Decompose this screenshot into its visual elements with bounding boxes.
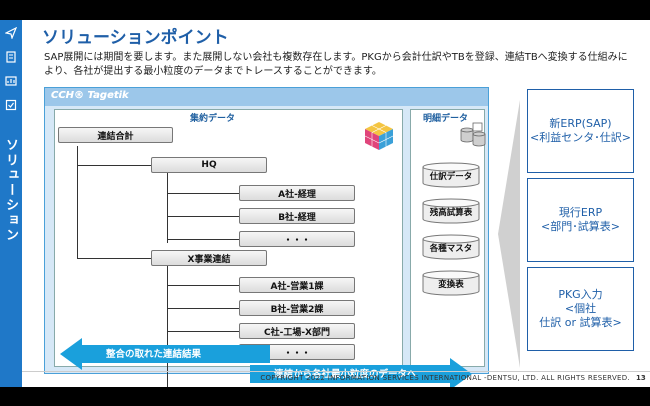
aggregate-panel: 集約データ 連結合計 xyxy=(54,109,403,387)
product-name: CCH® Tagetik xyxy=(51,90,129,101)
detail-title: 明細データ xyxy=(423,114,469,124)
tree-line xyxy=(167,266,168,387)
detail-trial-balance[interactable]: 残高試算表 xyxy=(421,198,481,224)
source-pkg-input[interactable]: PKG入力 <個社 仕訳 or 試算表> xyxy=(527,267,634,351)
page-number: 13 xyxy=(636,374,646,382)
source-new-erp-detail: <利益センタ･仕訳> xyxy=(530,131,631,144)
detail-conversion-label: 変換表 xyxy=(438,280,464,290)
tree-node-b-sales2[interactable]: B社-営業2課 xyxy=(239,300,355,316)
source-current-erp-detail: <部門･試算表> xyxy=(541,220,620,233)
cube-icon xyxy=(364,122,394,150)
arrow-right-label: 連結から各社最小粒度のデータへ xyxy=(274,369,417,380)
arrow-left-label: 整合の取れた連結結果 xyxy=(106,349,202,360)
tree-line xyxy=(167,173,168,243)
tree-line xyxy=(167,308,239,309)
tree-line xyxy=(77,146,78,258)
source-current-erp-title: 現行ERP xyxy=(558,206,603,219)
tree-node-a-accounting[interactable]: A社-経理 xyxy=(239,185,355,201)
slide: ソリューション ソリューションポイント SAP展開には期間を要します。また展開し… xyxy=(0,20,650,387)
frame-header xyxy=(45,88,488,106)
source-current-erp[interactable]: 現行ERP <部門･試算表> xyxy=(527,178,634,262)
document-icon[interactable] xyxy=(4,50,18,64)
detail-masters-label: 各種マスタ xyxy=(429,244,473,254)
tree-line xyxy=(167,193,239,194)
detail-masters[interactable]: 各種マスタ xyxy=(421,234,481,260)
tree-node-x-business[interactable]: X事業連結 xyxy=(151,250,267,266)
tree-node-b-accounting[interactable]: B社-経理 xyxy=(239,208,355,224)
copyright: COPYRIGHT 2022 INFORMATION SERVICES INTE… xyxy=(260,374,630,382)
page-title: ソリューションポイント xyxy=(42,28,229,48)
tagetik-frame: CCH® Tagetik 集約データ xyxy=(44,87,489,387)
sidebar-label: ソリューション xyxy=(3,138,18,243)
source-pkg-title: PKG入力 xyxy=(558,288,603,301)
source-new-erp-title: 新ERP(SAP) xyxy=(549,117,612,130)
database-icon xyxy=(460,122,486,147)
tree-line xyxy=(167,216,239,217)
source-pkg-detail: <個社 xyxy=(564,302,597,315)
arrow-left xyxy=(60,338,270,370)
detail-panel: 明細データ 仕訳データ 残高試算表 各種マスタ xyxy=(410,109,486,367)
tree-node-c-factory[interactable]: C社-工場-X部門 xyxy=(239,323,355,339)
page-description: SAP展開には期間を要します。また展開しない会社も複数存在します。PKGから会計… xyxy=(44,52,628,77)
detail-journal-label: 仕訳データ xyxy=(429,172,473,182)
chart-icon[interactable] xyxy=(4,74,18,88)
tree-node-a-sales1[interactable]: A社-営業1課 xyxy=(239,277,355,293)
detail-trial-balance-label: 残高試算表 xyxy=(429,208,473,218)
tree-node-hq[interactable]: HQ xyxy=(151,157,267,173)
source-new-erp[interactable]: 新ERP(SAP) <利益センタ･仕訳> xyxy=(527,89,634,173)
sidebar: ソリューション xyxy=(0,20,22,387)
arrow-right xyxy=(250,358,472,387)
detail-conversion[interactable]: 変換表 xyxy=(421,270,481,296)
tree-line xyxy=(167,239,239,240)
aggregate-title: 集約データ xyxy=(190,114,236,124)
tree-line xyxy=(167,285,239,286)
source-pkg-detail-2: 仕訳 or 試算表> xyxy=(539,316,622,329)
send-icon[interactable] xyxy=(4,26,18,40)
tree-line xyxy=(77,258,151,259)
tree-line xyxy=(77,165,151,166)
tree-node-more[interactable]: ・・・ xyxy=(239,231,355,247)
tree-line xyxy=(167,331,239,332)
footer-divider xyxy=(22,371,650,372)
detail-journal[interactable]: 仕訳データ xyxy=(421,162,481,188)
checkbox-icon[interactable] xyxy=(4,98,18,112)
tree-node-consolidated[interactable]: 連結合計 xyxy=(58,127,173,143)
chevron-left-icon xyxy=(498,100,520,368)
